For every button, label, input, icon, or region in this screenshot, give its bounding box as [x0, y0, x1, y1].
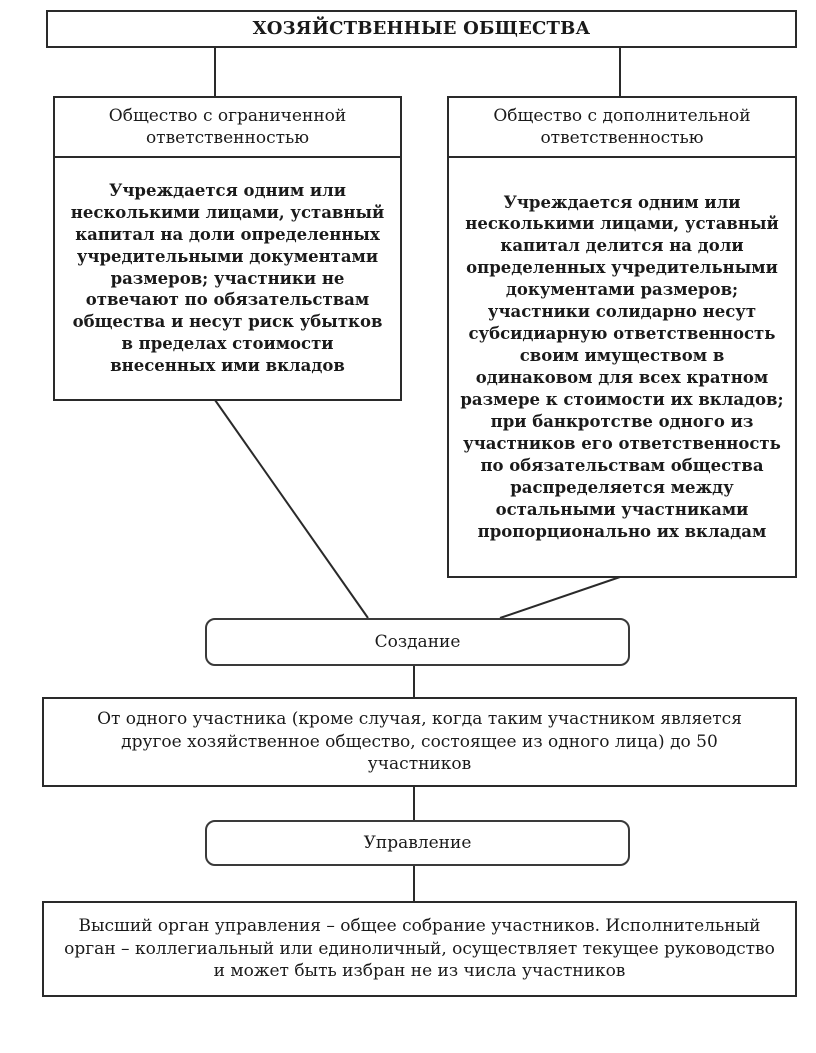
creation-description: От одного участника (кроме случая, когда… — [97, 709, 742, 775]
management-box: Управление — [205, 820, 630, 866]
llc-header: Общество с ограниченной ответственностью — [108, 105, 347, 148]
management-description-box: Высший орган управления – общее собрание… — [42, 901, 797, 997]
connector-right-creation — [499, 576, 621, 619]
llc-header-box: Общество с ограниченной ответственностью — [53, 96, 402, 158]
connector-left-creation — [214, 399, 369, 619]
llc-description-box: Учреждается одним или несколькими лицами… — [53, 156, 402, 401]
llc-description: Учреждается одним или несколькими лицами… — [70, 180, 385, 376]
title-box: ХОЗЯЙСТВЕННЫЕ ОБЩЕСТВА — [46, 10, 797, 48]
creation-box: Создание — [205, 618, 630, 666]
diagram-title: ХОЗЯЙСТВЕННЫЕ ОБЩЕСТВА — [252, 18, 591, 40]
alc-description-box: Учреждается одним или несколькими лицами… — [447, 156, 797, 578]
management-label: Управление — [363, 832, 472, 853]
creation-description-box: От одного участника (кроме случая, когда… — [42, 697, 797, 787]
creation-label: Создание — [374, 631, 461, 652]
alc-header-box: Общество с дополнительной ответственност… — [447, 96, 797, 158]
management-description: Высший орган управления – общее собрание… — [64, 916, 775, 982]
alc-description: Учреждается одним или несколькими лицами… — [460, 192, 784, 541]
alc-header: Общество с дополнительной ответственност… — [493, 105, 751, 148]
